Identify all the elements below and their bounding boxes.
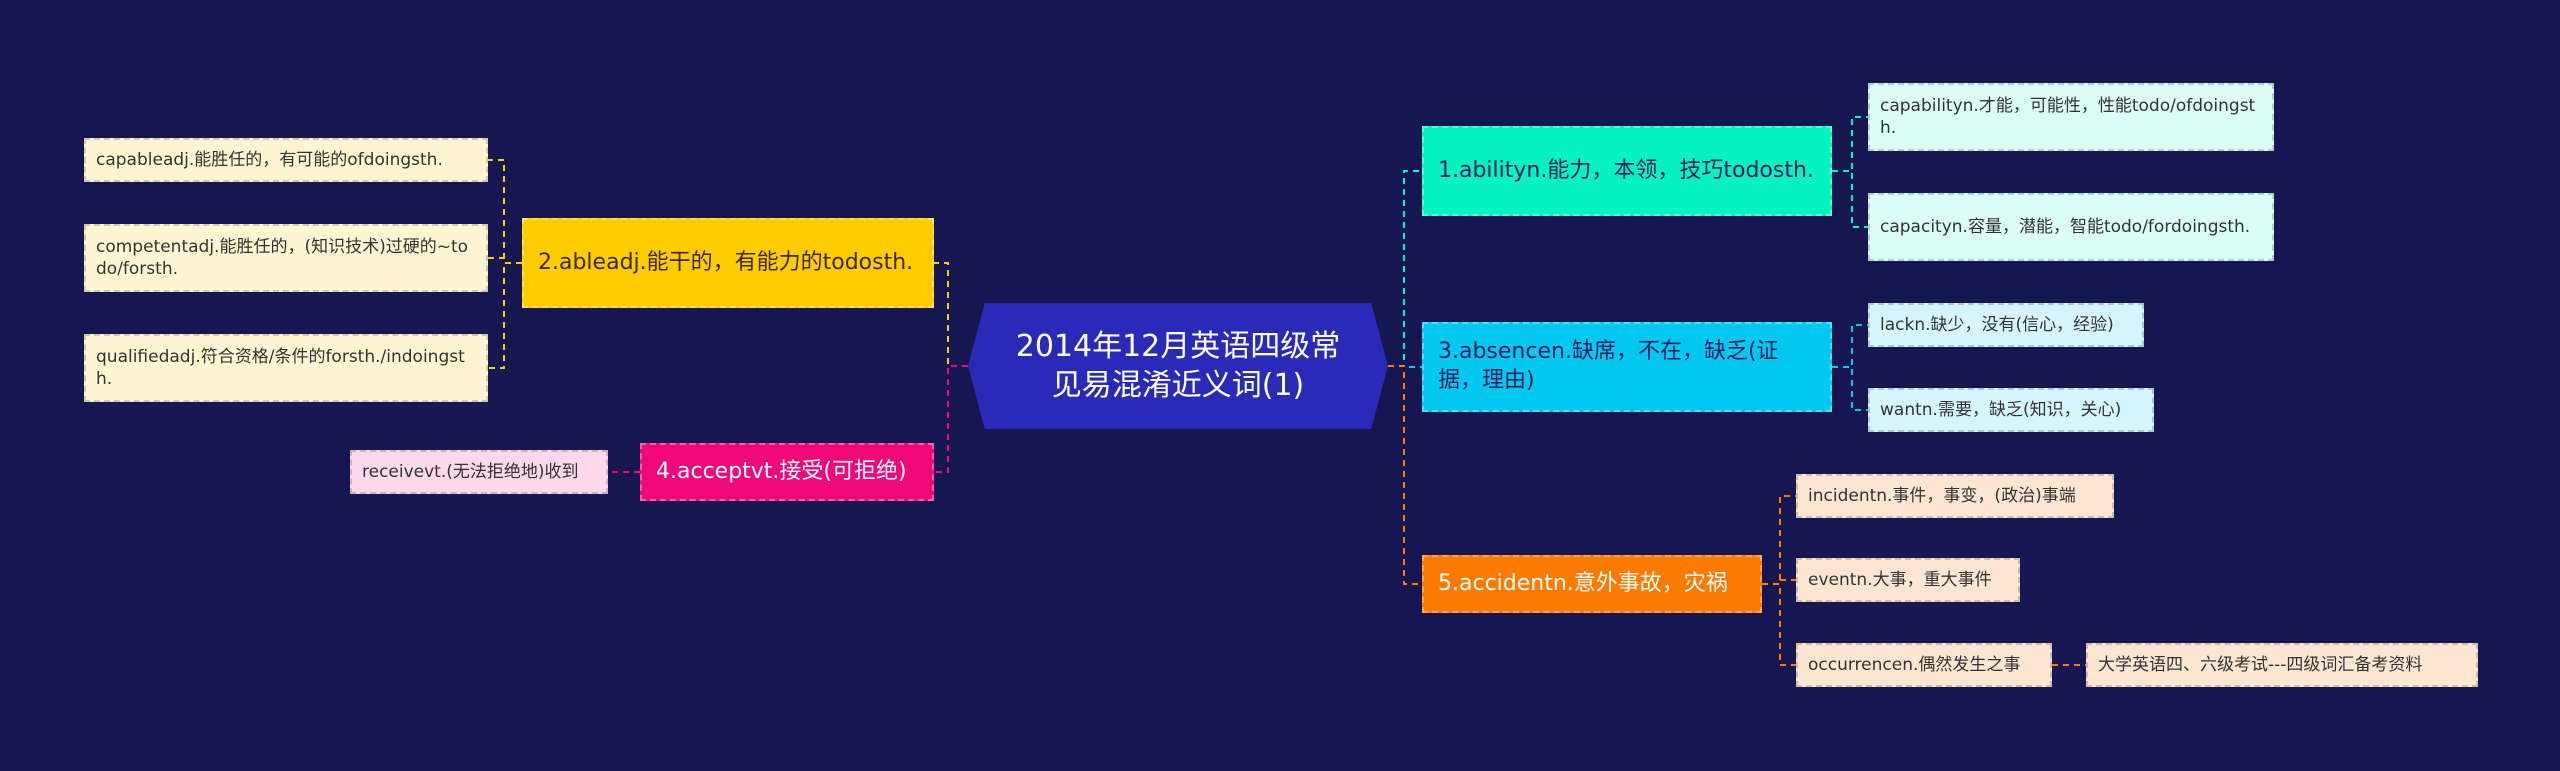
connector-branch-2-leaf-0 — [1832, 324, 1868, 368]
connector-branch-1-leaf-2 — [488, 262, 522, 369]
branch-ability[interactable]: 1.abilityn.能力，本领，技巧todosth. — [1422, 126, 1832, 216]
leaf-receive[interactable]: receivevt.(无法拒绝地)收到 — [350, 450, 608, 494]
connector-branch-1-leaf-0 — [488, 159, 522, 264]
branch-accept[interactable]: 4.acceptvt.接受(可拒绝) — [640, 443, 934, 501]
connector-branch-4-leaf-2 — [1762, 583, 1796, 666]
leaf-event[interactable]: eventn.大事，重大事件 — [1796, 558, 2020, 602]
connector-center-branch-3 — [934, 365, 968, 473]
connector-branch-0-leaf-0 — [1832, 116, 1868, 172]
center-topic[interactable]: 2014年12月英语四级常见易混淆近义词(1) — [968, 303, 1388, 429]
leaf-capable[interactable]: capableadj.能胜任的，有可能的ofdoingsth. — [84, 138, 488, 182]
branch-able[interactable]: 2.ableadj.能干的，有能力的todosth. — [522, 218, 934, 308]
leaf-lack[interactable]: lackn.缺少，没有(信心，经验) — [1868, 303, 2144, 347]
connector-branch-4-leaf-0 — [1762, 495, 1796, 585]
leaf-qualified[interactable]: qualifiedadj.符合资格/条件的forsth./indoingsth. — [84, 334, 488, 402]
leaf-source-note[interactable]: 大学英语四、六级考试---四级词汇备考资料 — [2086, 643, 2478, 687]
connector-center-branch-1 — [934, 262, 968, 367]
connector-branch-2-leaf-1 — [1832, 366, 1868, 411]
leaf-capacity[interactable]: capacityn.容量，潜能，智能todo/fordoingsth. — [1868, 193, 2274, 261]
leaf-want[interactable]: wantn.需要，缺乏(知识，关心) — [1868, 388, 2154, 432]
leaf-incident[interactable]: incidentn.事件，事变，(政治)事端 — [1796, 474, 2114, 518]
leaf-occurrence[interactable]: occurrencen.偶然发生之事 — [1796, 643, 2052, 687]
connector-branch-0-leaf-1 — [1832, 170, 1868, 228]
branch-absence[interactable]: 3.absencen.缺席，不在，缺乏(证据，理由) — [1422, 322, 1832, 412]
connector-center-branch-0 — [1388, 170, 1422, 367]
connector-center-branch-4 — [1388, 365, 1422, 585]
leaf-competent[interactable]: competentadj.能胜任的，(知识技术)过硬的~todo/forsth. — [84, 224, 488, 292]
leaf-capability[interactable]: capabilityn.才能，可能性，性能todo/ofdoingsth. — [1868, 83, 2274, 151]
branch-accident[interactable]: 5.accidentn.意外事故，灾祸 — [1422, 555, 1762, 613]
